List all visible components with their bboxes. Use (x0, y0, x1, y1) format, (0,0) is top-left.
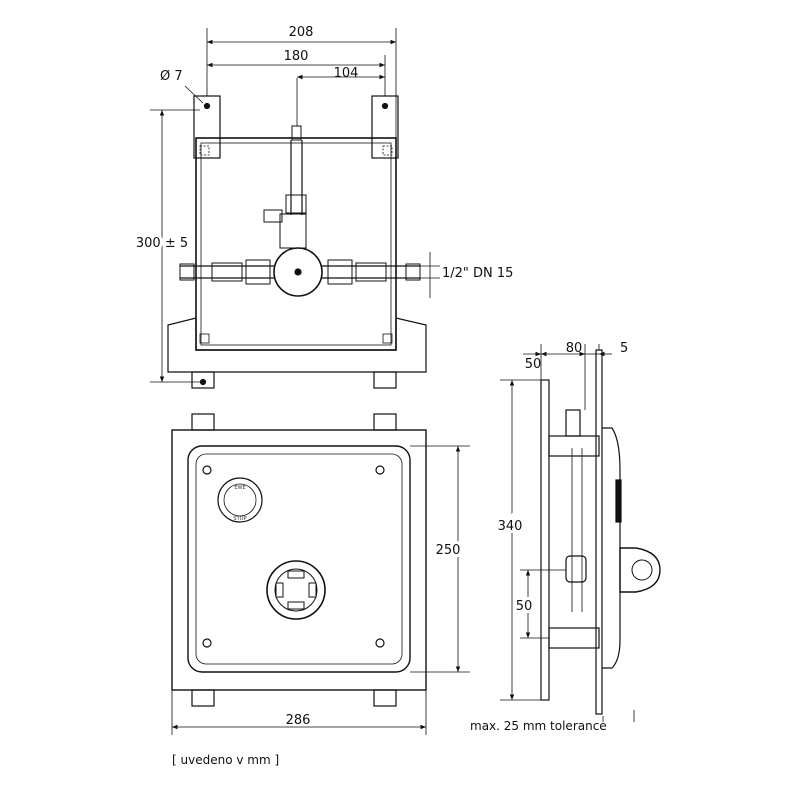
front-dimensions (171, 445, 470, 735)
top-view (150, 28, 440, 389)
dim-250: 250 (436, 543, 461, 558)
side-top-bracket (548, 435, 600, 457)
corner-fastener (199, 333, 210, 344)
top-dimensions (150, 28, 440, 383)
bottom-left-hole (199, 378, 207, 386)
bottom-right-tab (373, 371, 397, 389)
control-knob-inner (274, 568, 318, 612)
side-cover (602, 427, 621, 669)
dim-104: 104 (334, 66, 359, 81)
top-left-hole (203, 102, 211, 110)
left-fitting (211, 262, 243, 282)
dim-side-50: 50 (525, 357, 542, 372)
front-top-left-tab (191, 413, 215, 431)
cover-screw (202, 465, 212, 475)
side-pipe-nut (565, 409, 581, 437)
side-valve (565, 555, 587, 583)
top-box (195, 137, 397, 351)
button-label-top: EWE (234, 485, 245, 491)
corner-fastener (199, 145, 210, 156)
corner-fastener (382, 333, 393, 344)
control-knob-outer (266, 560, 326, 620)
dim-side-80: 80 (566, 341, 583, 356)
right-fitting (355, 262, 387, 282)
right-nut (327, 259, 353, 285)
front-top-right-tab (373, 413, 397, 431)
side-knob-cap (631, 559, 653, 581)
tolerance-note: max. 25 mm tolerance (470, 719, 607, 733)
pipe-nut (291, 125, 302, 141)
dim-side-5: 5 (620, 341, 628, 356)
bottom-left-tab (191, 371, 215, 389)
side-knob (619, 547, 661, 593)
stop-button-outer (217, 477, 263, 523)
dim-side-340: 340 (498, 519, 523, 534)
cover-screw (202, 638, 212, 648)
valve-center (294, 268, 302, 276)
front-view (171, 413, 470, 735)
cover-screw (375, 465, 385, 475)
valve-body (279, 213, 307, 249)
cover-screw (375, 638, 385, 648)
side-button (615, 479, 622, 523)
stop-button-inner (223, 483, 257, 517)
side-view (500, 344, 661, 722)
corner-fastener (382, 145, 393, 156)
dim-180: 180 (284, 49, 309, 64)
valve-handle (263, 209, 283, 223)
front-bottom-left-tab (191, 689, 215, 707)
top-right-hole (381, 102, 389, 110)
top-box-inner (200, 142, 392, 346)
pipe-end-right (405, 263, 421, 281)
front-frame (171, 429, 427, 691)
bottom-flange (167, 317, 427, 373)
side-bottom-bracket (548, 627, 600, 649)
dim-208: 208 (289, 25, 314, 40)
pipe-end-left (179, 263, 195, 281)
units-note: [ uvedeno v mm ] (172, 753, 279, 767)
left-nut (245, 259, 271, 285)
side-dimensions (500, 344, 635, 722)
front-bottom-right-tab (373, 689, 397, 707)
front-cover-inner (195, 453, 403, 665)
side-back-plate (540, 379, 550, 701)
dim-thread: 1/2" DN 15 (442, 266, 513, 281)
dim-300: 300 ± 5 (136, 236, 188, 251)
dim-side-lower-50: 50 (516, 599, 533, 614)
dim-hole-diameter: Ø 7 (160, 69, 183, 84)
dim-286: 286 (286, 713, 311, 728)
pipe-fitting (285, 194, 307, 214)
side-wall-line (595, 349, 603, 715)
button-label-bottom: STOP (233, 516, 246, 522)
front-cover-plate (187, 445, 411, 673)
knob-segments (275, 570, 317, 610)
